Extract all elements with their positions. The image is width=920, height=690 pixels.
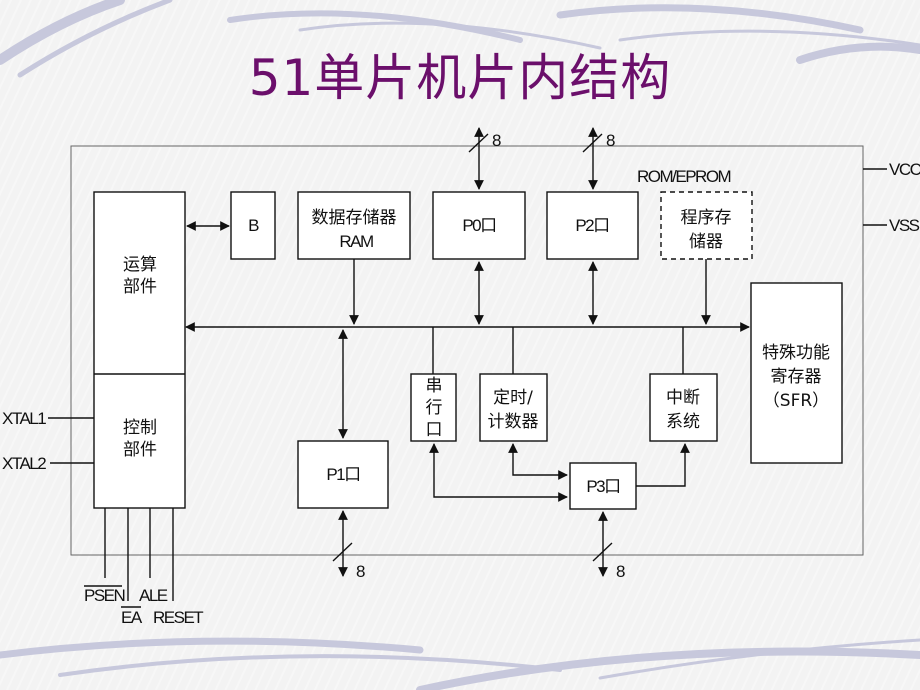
timer-counter-block [479, 373, 548, 442]
slide-title: 51单片机片内结构 [248, 49, 672, 107]
ea-label: EA [121, 608, 143, 627]
ram-block [297, 191, 411, 260]
p2-width-label: 8 [606, 131, 615, 150]
serial-port-block [410, 373, 457, 442]
ale-label: ALE [139, 586, 168, 605]
serial-label-3: 口 [426, 420, 443, 440]
xtal1-label: XTAL1 [2, 409, 46, 428]
psen-label: PSEN [84, 586, 125, 605]
timer-p3-arrow [508, 443, 568, 480]
xtal2-label: XTAL2 [2, 454, 46, 473]
chip-boundary [70, 145, 864, 556]
p0-width-label: 8 [492, 131, 501, 150]
program-memory-block [660, 191, 753, 260]
serial-label-2: 行 [426, 398, 443, 418]
p0-width-slash [468, 133, 489, 153]
p3-block [569, 462, 637, 510]
rom-type-label: ROM/EPROM [637, 167, 731, 186]
p1-block [297, 440, 389, 509]
p3-width-label: 8 [616, 562, 625, 581]
interrupt-label-2: 系统 [666, 412, 700, 432]
control-label-2: 部件 [123, 440, 157, 460]
ram-label-1: 数据存储器 [312, 208, 397, 228]
p3-interrupt-arrow [636, 443, 690, 487]
control-label-1: 控制 [123, 418, 157, 438]
ram-label-2: RAM [339, 232, 373, 251]
reset-label: RESET [153, 608, 203, 627]
sfr-label-3: （SFR） [763, 391, 829, 411]
interrupt-system-block [649, 373, 718, 442]
b-register-block [230, 191, 276, 260]
p2-width-slash [582, 133, 603, 153]
serial-p3-arrow [429, 443, 568, 502]
serial-label-1: 串 [426, 376, 443, 396]
p2-label: P2口 [575, 216, 608, 235]
p2-block [546, 191, 639, 260]
sfr-block [750, 282, 843, 464]
p1-width-label: 8 [356, 562, 365, 581]
vcc-label: VCC [889, 160, 920, 179]
timer-label-1: 定时/ [493, 388, 533, 408]
program-memory-label-2: 储器 [689, 232, 723, 252]
cpu-block [93, 191, 186, 509]
program-memory-label-1: 程序存 [681, 208, 732, 228]
b-register-label: B [248, 216, 259, 235]
p0-label: P0口 [462, 216, 495, 235]
alu-label-1: 运算 [123, 255, 157, 275]
p1-label: P1口 [326, 465, 359, 484]
p3-label: P3口 [586, 477, 619, 496]
alu-label-2: 部件 [123, 277, 157, 297]
interrupt-label-1: 中断 [666, 388, 700, 408]
vss-label: VSS [889, 216, 920, 235]
timer-label-2: 计数器 [488, 412, 539, 432]
p1-width-slash [332, 542, 353, 562]
sfr-label-2: 寄存器 [771, 367, 822, 387]
p0-block [432, 191, 526, 260]
p3-width-slash [592, 542, 613, 562]
sfr-label-1: 特殊功能 [762, 343, 830, 363]
